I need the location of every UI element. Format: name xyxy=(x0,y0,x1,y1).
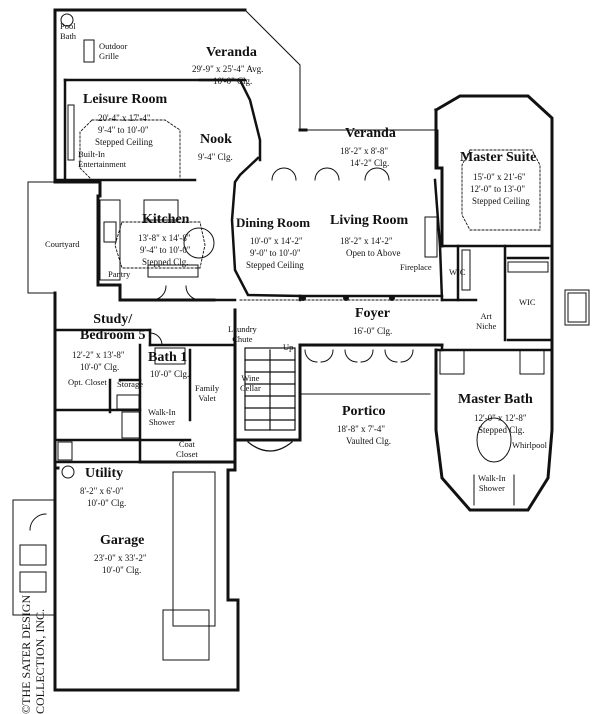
veranda-top-name: Veranda xyxy=(206,45,257,60)
laundry-chute-label: Laundry Chute xyxy=(228,324,257,344)
dining-room-name: Dining Room xyxy=(236,215,311,230)
foyer-name: Foyer xyxy=(355,306,390,321)
veranda-top-ceiling: 10'-0" Clg. xyxy=(213,76,253,86)
dining-room-ceiling: 9'-0" to 10'-0" xyxy=(250,248,301,258)
master-suite-name: Master Suite xyxy=(460,150,537,165)
veranda-mid-dims: 18'-2" x 8'-8" xyxy=(340,146,389,156)
built-in-label: Built-In Entertainment xyxy=(78,149,127,169)
fireplace-label: Fireplace xyxy=(400,262,432,272)
wic-label-1: WIC xyxy=(449,267,466,277)
wic-label-2: WIC xyxy=(519,297,536,307)
veranda-top-dims: 29'-9" x 25'-4" Avg. xyxy=(192,64,264,74)
living-room-ceiling: Open to Above xyxy=(346,248,401,258)
garage-name: Garage xyxy=(100,533,145,548)
dining-room-dims: 10'-0" x 14'-2" xyxy=(250,236,303,246)
bath1-name: Bath 1 xyxy=(148,350,188,365)
kitchen-name: Kitchen xyxy=(142,212,190,227)
master-suite-ceiling: 12'-0" to 13'-0" xyxy=(470,184,526,194)
master-bath-ceiling: Stepped Clg. xyxy=(478,425,525,435)
coat-closet-label: Coat Closet xyxy=(176,439,198,459)
nook-ceiling: 9'-4" Clg. xyxy=(198,152,233,162)
pool-bath-label: Pool Bath xyxy=(60,21,77,41)
dining-room-note: Stepped Ceiling xyxy=(246,260,304,270)
leisure-room-dims: 20'-4" x 17'-4" xyxy=(98,113,151,123)
storage-label: Storage xyxy=(117,379,143,389)
master-bath-name: Master Bath xyxy=(458,392,533,407)
wine-cellar-label: Wine Cellar xyxy=(240,373,261,393)
nook-name: Nook xyxy=(200,132,232,147)
whirlpool-label: Whirlpool xyxy=(512,440,547,450)
kitchen-note: Stepped Clg. xyxy=(142,257,189,267)
study-name: Study/ Bedroom 5 xyxy=(80,312,146,344)
living-room-name: Living Room xyxy=(330,213,409,228)
kitchen-dims: 13'-8" x 14'-8" xyxy=(138,233,191,243)
kitchen-ceiling: 9'-4" to 10'-0" xyxy=(140,245,191,255)
walk-in-shower-1-label: Walk-In Shower xyxy=(148,407,176,427)
garage-ceiling: 10'-0" Clg. xyxy=(102,565,142,575)
utility-dims: 8'-2" x 6'-0" xyxy=(80,486,124,496)
courtyard-label: Courtyard xyxy=(45,239,80,249)
foyer-ceiling: 16'-0" Clg. xyxy=(353,326,393,336)
veranda-mid-ceiling: 14'-2" Clg. xyxy=(350,158,390,168)
leisure-room-ceiling: 9'-4" to 10'-0" xyxy=(98,125,149,135)
utility-name: Utility xyxy=(85,466,124,481)
living-room-dims: 18'-2" x 14'-2" xyxy=(340,236,393,246)
study-dims: 12'-2" x 13'-8" xyxy=(72,350,125,360)
study-ceiling: 10'-0" Clg. xyxy=(80,362,120,372)
outdoor-grille-label: Outdoor Grille xyxy=(99,41,128,61)
bath1-ceiling: 10'-0" Clg. xyxy=(150,369,190,379)
family-valet-label: Family Valet xyxy=(195,383,220,403)
pantry-label: Pantry xyxy=(108,269,131,279)
leisure-room-name: Leisure Room xyxy=(83,92,168,107)
veranda-mid-name: Veranda xyxy=(345,126,396,141)
portico-dims: 18'-8" x 7'-4" xyxy=(337,424,386,434)
utility-ceiling: 10'-0" Clg. xyxy=(87,498,127,508)
portico-name: Portico xyxy=(342,404,386,419)
portico-ceiling: Vaulted Clg. xyxy=(346,436,391,446)
art-niche-label: Art Niche xyxy=(476,311,497,331)
opt-closet-label: Opt. Closet xyxy=(68,377,107,387)
garage-dims: 23'-0" x 33'-2" xyxy=(94,553,147,563)
master-bath-dims: 12'-0" x 12'-8" xyxy=(474,413,527,423)
leisure-room-note: Stepped Ceiling xyxy=(95,137,153,147)
master-suite-note: Stepped Ceiling xyxy=(472,196,530,206)
up-label: Up xyxy=(283,342,294,352)
copyright-text: ©THE SATER DESIGN COLLECTION, INC. xyxy=(19,594,47,714)
walk-in-shower-2-label: Walk-In Shower xyxy=(478,473,506,493)
master-suite-dims: 15'-0" x 21'-6" xyxy=(473,172,526,182)
